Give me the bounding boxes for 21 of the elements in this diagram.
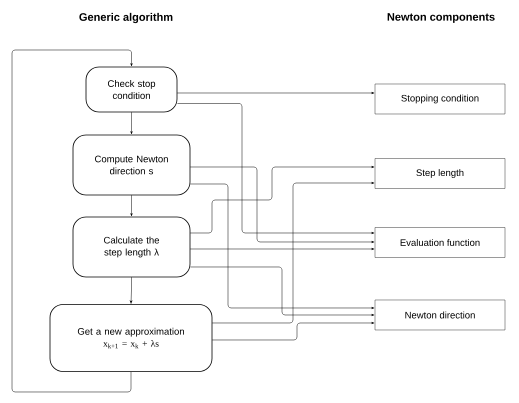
arrow (212, 322, 374, 340)
arrow (177, 92, 374, 94)
process-box: Compute Newton direction s (72, 134, 190, 196)
process-box: Get a new approximation x$_{k+1}$ = x$_{k}$ + λs (50, 304, 212, 372)
arrow (12, 50, 133, 392)
arrow (190, 248, 374, 250)
component-box: Newton direction (374, 300, 506, 330)
arrow (130, 277, 132, 304)
arrow (190, 184, 374, 310)
arrow (212, 182, 374, 324)
component-box: Step length (374, 158, 506, 189)
process-box: Check stop condition (86, 66, 178, 112)
arrow (130, 112, 133, 134)
component-box: Stopping condition (374, 84, 506, 114)
process-box: Calculate the step length λ (72, 216, 190, 278)
arrow (177, 103, 374, 234)
arrow (190, 266, 374, 316)
column-heading: Newton components (388, 13, 495, 23)
arrow (130, 195, 133, 216)
component-box: Evaluation function (374, 227, 506, 258)
column-heading: Generic algorithm (79, 12, 172, 24)
